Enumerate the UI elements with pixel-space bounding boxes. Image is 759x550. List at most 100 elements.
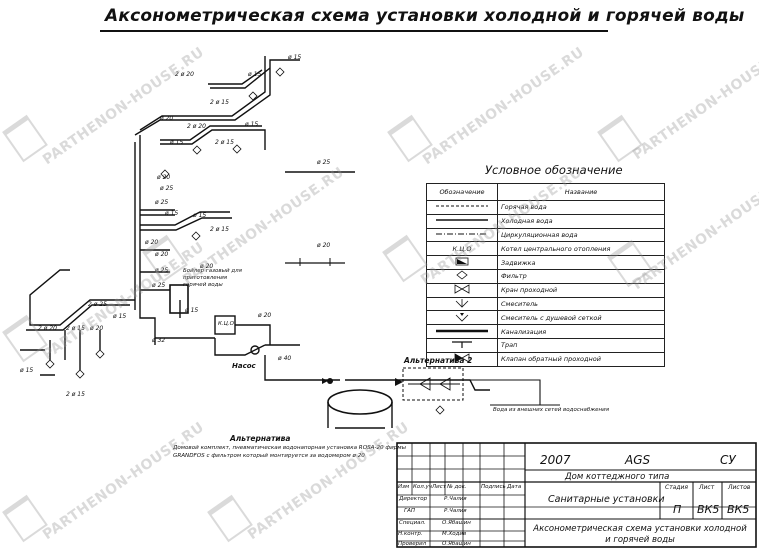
title-block-sheet-header: Лист bbox=[699, 484, 715, 491]
pipe-label: ø 20 bbox=[90, 325, 104, 332]
tb-col-list: Лист bbox=[432, 484, 446, 490]
alternative-note-2: GRANDFOS с фильтром который монтируется … bbox=[173, 453, 365, 459]
legend-row: Задвижка bbox=[426, 255, 665, 270]
left-branch-pipe bbox=[29, 269, 135, 326]
signature-name: Р.Чалия bbox=[444, 496, 467, 502]
boiler-box bbox=[169, 284, 189, 314]
pipe-label: ø 15 bbox=[288, 54, 302, 61]
legend-name: Смеситель с душевой сеткой bbox=[497, 310, 665, 326]
pipe-label: ø 32 bbox=[152, 337, 166, 344]
pipe-label: ø 20 bbox=[157, 174, 171, 181]
top-branch-pipe bbox=[134, 59, 300, 136]
pump-label: Насос bbox=[232, 362, 256, 370]
pipe-label: ø 20 bbox=[160, 115, 174, 122]
title-block-stage-header: Стадия bbox=[665, 484, 689, 491]
pipe-label: ø 15 bbox=[193, 212, 207, 219]
pipe-label: ø 25 bbox=[152, 282, 166, 289]
trap-icon bbox=[452, 341, 472, 349]
alternative2-title: Альтернатива 2 bbox=[404, 356, 473, 365]
alternative-note-1: Домовой комплект, пневматическая водонап… bbox=[173, 445, 406, 451]
pipe-label: 2 ø 15 bbox=[66, 325, 85, 332]
pipe-label: 2 ø 15 bbox=[215, 139, 234, 146]
signature-role: Н.контр. bbox=[398, 531, 423, 537]
valve-filled-icon bbox=[455, 257, 469, 266]
legend-header-symbol: Обозначение bbox=[426, 183, 498, 201]
pipe-label: 2 ø 25 bbox=[88, 301, 107, 308]
boiler-label: Бойлер газовый для приготовления горячей… bbox=[183, 268, 242, 288]
tb-col-kol: Кол.уч bbox=[413, 484, 433, 490]
legend-name: Канализация bbox=[497, 324, 665, 339]
main-riser-pipe bbox=[139, 135, 215, 339]
legend-row: Циркуляционная вода bbox=[426, 227, 665, 243]
legend-row: К.Ц.О Котел центрального отопления bbox=[426, 241, 665, 257]
legend-name: Горячая вода bbox=[497, 200, 665, 215]
legend-row: Холодная вода bbox=[426, 213, 665, 229]
alternative-title: Альтернатива bbox=[230, 434, 291, 443]
pipe-label: ø 25 bbox=[155, 199, 169, 206]
legend-name: Циркуляционная вода bbox=[497, 227, 665, 243]
legend-name: Холодная вода bbox=[497, 213, 665, 229]
title-block-year: 2007 bbox=[540, 453, 571, 467]
legend-row: Канализация bbox=[426, 324, 665, 339]
title-block-sheets-header: Листов bbox=[728, 484, 751, 491]
title-block-project: Дом коттеджного типа bbox=[565, 472, 670, 482]
legend-name: Задвижка bbox=[497, 255, 665, 270]
pipe-label: ø 15 bbox=[170, 139, 184, 146]
legend-name: Фильтр bbox=[497, 268, 665, 284]
pipe-label: ø 20 bbox=[258, 312, 272, 319]
feed-line bbox=[264, 355, 340, 381]
pump-line bbox=[214, 338, 266, 356]
signature-role: ГАП bbox=[404, 508, 415, 514]
pipe-label: ø 15 bbox=[113, 313, 127, 320]
pipe-label: ø 20 bbox=[317, 242, 331, 249]
dash-dot-line-icon bbox=[436, 233, 488, 235]
tb-col-izm: Изм bbox=[398, 484, 410, 490]
title-block-sheets: ВК5 bbox=[727, 503, 750, 516]
legend-row: Горячая вода bbox=[426, 200, 665, 215]
alternative2-box bbox=[402, 367, 464, 401]
signature-role: Специал. bbox=[399, 520, 426, 526]
signature-role: Директор bbox=[399, 496, 428, 502]
drawing-title: Аксонометрическая схема установки холодн… bbox=[105, 6, 745, 26]
pipe-label: ø 40 bbox=[278, 355, 292, 362]
riser-to-pump bbox=[154, 300, 181, 345]
ktso-label: К.Ц.О bbox=[218, 321, 235, 327]
top-branch-pipe-2 bbox=[139, 56, 266, 131]
signature-name: М.Ходив bbox=[442, 531, 467, 537]
shower-mixer-icon bbox=[455, 312, 469, 322]
diamond-icon bbox=[456, 270, 468, 280]
tb-col-date: Дата bbox=[507, 484, 522, 490]
pipe-label: ø 15 bbox=[245, 121, 259, 128]
legend-name: Трап bbox=[497, 337, 665, 353]
pipe-label: ø 15 bbox=[165, 210, 179, 217]
tb-col-doc: № док. bbox=[447, 484, 467, 490]
title-block-drawing: Аксонометрическая схема установки холодн… bbox=[533, 524, 747, 546]
upper-right-branch bbox=[240, 125, 266, 150]
pipe-label: ø 15 bbox=[248, 71, 262, 78]
sewer-icon bbox=[436, 329, 488, 332]
dashed-line-icon bbox=[436, 205, 488, 207]
legend-row: Смеситель bbox=[426, 296, 665, 312]
legend-row: Кран проходной bbox=[426, 282, 665, 298]
signature-role: Проверил bbox=[398, 541, 427, 547]
legend-row: Трап bbox=[426, 337, 665, 353]
pipe-label: ø 15 bbox=[185, 307, 199, 314]
pipe-label: 2 ø 15 bbox=[210, 99, 229, 106]
legend-name: Котел центрального отопления bbox=[497, 241, 665, 257]
signature-name: Р.Чалия bbox=[444, 508, 467, 514]
title-block-company: AGS bbox=[625, 453, 651, 467]
pipe-label: ø 20 bbox=[145, 239, 159, 246]
signature-name: О.Ябашин bbox=[442, 520, 471, 526]
signature-name: О.Ябашин bbox=[442, 541, 471, 547]
bowtie-valve-icon bbox=[454, 284, 470, 294]
legend-row: Клапан обратный проходной bbox=[426, 351, 665, 367]
pipe-label: 2 ø 20 bbox=[175, 71, 194, 78]
title-block-stage: П bbox=[673, 503, 682, 516]
pipe-label: 2 ø 15 bbox=[210, 226, 229, 233]
title-underline bbox=[100, 30, 608, 32]
legend-name: Смеситель bbox=[497, 296, 665, 312]
pipe-label: 2 ø 20 bbox=[38, 325, 57, 332]
pipe-label: ø 25 bbox=[317, 159, 331, 166]
check-valve-icon bbox=[454, 353, 470, 363]
